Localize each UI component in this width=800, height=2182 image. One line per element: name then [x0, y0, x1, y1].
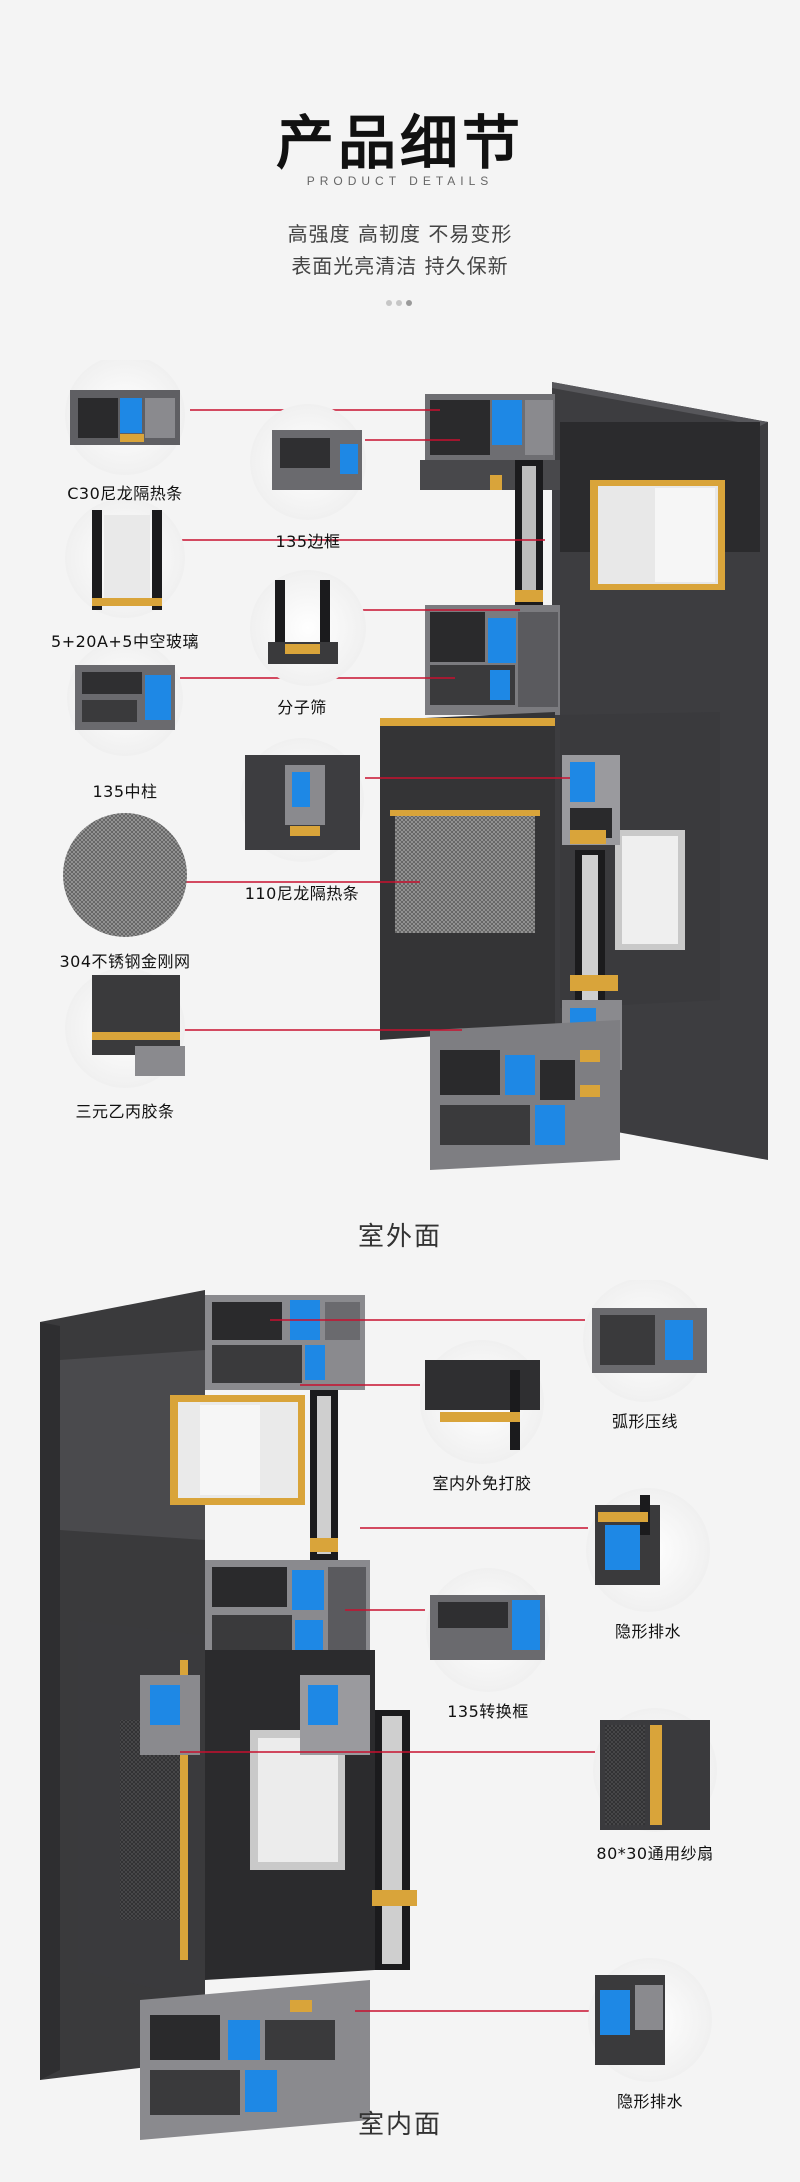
callout-label-epdm: 三元乙丙胶条	[75, 1102, 175, 1121]
callout-label-135-frame: 135边框	[275, 532, 341, 551]
page-subtitle: PRODUCT DETAILS	[306, 174, 494, 188]
callout-label-no-glue: 室内外免打胶	[432, 1474, 532, 1493]
exterior-diagram	[63, 355, 768, 1170]
callout-label-mesh: 304不锈钢金刚网	[59, 952, 191, 971]
callout-circle-hidden-drain-2	[588, 1958, 712, 2082]
callout-label-c30: C30尼龙隔热条	[67, 484, 183, 503]
callout-circle-no-glue	[420, 1340, 544, 1464]
tagline-line-1: 高强度 高韧度 不易变形	[287, 222, 513, 246]
dot-icon	[406, 300, 412, 306]
callout-circle-hidden-drain-1	[586, 1488, 710, 1612]
callout-circle-curved-bead	[583, 1278, 707, 1402]
pagination-dots	[386, 300, 416, 308]
exterior-window-body	[380, 382, 768, 1170]
interior-face-label: 室内面	[357, 2110, 442, 2140]
callout-label-135-conversion: 135转换框	[447, 1702, 529, 1721]
dot-icon	[386, 300, 392, 306]
callout-label-molecular-sieve: 分子筛	[277, 698, 327, 717]
callout-label-screen-sash: 80*30通用纱扇	[596, 1844, 714, 1863]
interior-diagram	[40, 1278, 717, 2140]
callout-circle-c30	[65, 355, 185, 475]
callout-circle-molecular-sieve	[250, 570, 366, 686]
interior-window-body	[40, 1290, 417, 2140]
callout-circle-110-nylon	[240, 738, 364, 862]
callout-label-110-nylon: 110尼龙隔热条	[244, 884, 360, 903]
callout-circle-hollow-glass	[65, 498, 185, 618]
callout-circle-135-conversion	[426, 1568, 550, 1692]
callout-circle-135-mullion	[67, 640, 183, 756]
callout-circle-135-frame	[250, 404, 366, 520]
callout-circle-screen-sash	[593, 1708, 717, 1832]
callout-label-curved-bead: 弧形压线	[611, 1412, 679, 1431]
page-title: 产品细节	[275, 109, 524, 177]
callout-label-hollow-glass: 5+20A+5中空玻璃	[51, 632, 199, 651]
tagline-line-2: 表面光亮清洁 持久保新	[291, 254, 509, 278]
callout-circle-epdm	[65, 968, 185, 1088]
callout-label-hidden-drain-2: 隐形排水	[616, 2092, 684, 2111]
exterior-face-label: 室外面	[357, 1222, 442, 1252]
interior-leader-lines	[180, 1319, 595, 2012]
dot-icon	[396, 300, 402, 306]
callout-label-135-mullion: 135中柱	[92, 782, 158, 801]
exterior-figure: C30尼龙隔热条 135边框 5+20A+5中空玻璃 分子筛 135中柱 110…	[0, 355, 800, 1170]
interior-figure: 弧形压线 室内外免打胶 隐形排水 135转换框 80*30通用纱扇 隐形排水	[0, 1278, 800, 2140]
callout-label-hidden-drain-1: 隐形排水	[614, 1622, 682, 1641]
callout-circle-mesh	[63, 813, 187, 937]
